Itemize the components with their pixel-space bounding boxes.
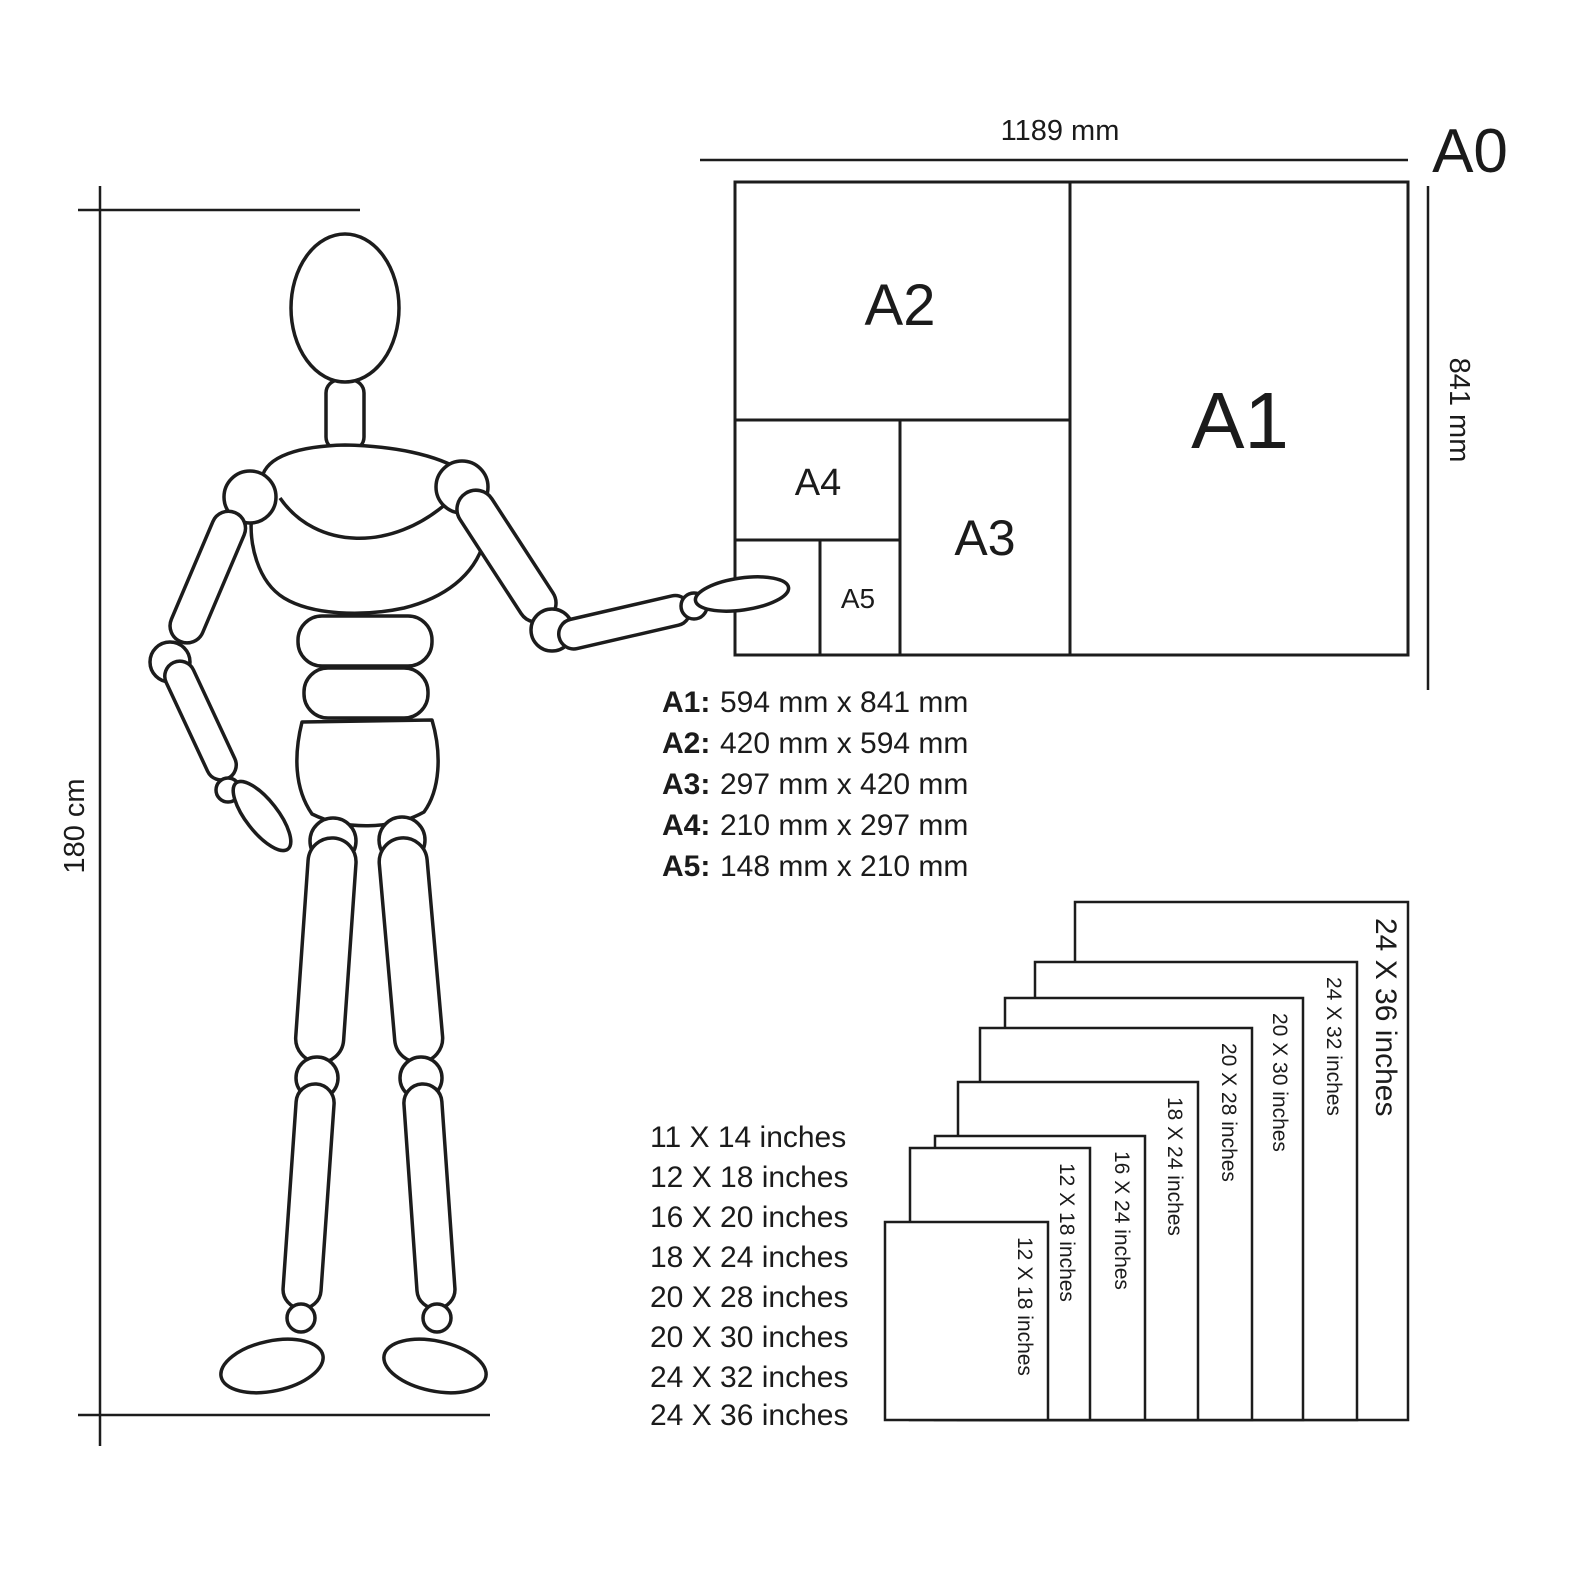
mannequin-abdomen (296, 614, 434, 668)
panel-label-a5: A5 (841, 583, 875, 614)
a-series-sheet (733, 180, 1410, 657)
inch-size-list-item: 12 X 18 inches (650, 1161, 848, 1194)
mannequin-shin (281, 1082, 336, 1311)
a-size-row-label: A2: (662, 727, 710, 760)
mannequin-shoulder-joint (222, 469, 278, 525)
a-size-row-value: 420 mm x 594 mm (720, 727, 968, 760)
inch-sheet-label: 20 X 28 inches (1217, 1043, 1240, 1182)
mannequin-forearm (557, 593, 692, 651)
mannequin-thigh (293, 836, 358, 1065)
mannequin-foot (219, 1337, 325, 1395)
inch-size-list-item: 18 X 24 inches (650, 1241, 848, 1274)
mannequin-hand (231, 779, 293, 853)
a-size-row-label: A3: (662, 768, 710, 801)
a-size-list: A1: 594 mm x 841 mm A2: 420 mm x 594 mm … (662, 686, 968, 883)
inch-size-list-item: 24 X 36 inches (650, 1399, 848, 1432)
mannequin-chest-curve (278, 497, 450, 540)
inch-sheet-label: 12 X 18 inches (1013, 1237, 1036, 1376)
inch-size-list-item: 20 X 28 inches (650, 1281, 848, 1314)
mannequin-forearm (163, 659, 238, 782)
panel-label-a4: A4 (795, 462, 841, 504)
a-size-row-value: 210 mm x 297 mm (720, 809, 968, 842)
a-size-row-value: 594 mm x 841 mm (720, 686, 968, 719)
mannequin-waist (302, 666, 430, 720)
panel-label-a2: A2 (865, 273, 936, 338)
mannequin-figure (148, 232, 791, 1395)
inch-size-list-item: 20 X 30 inches (650, 1321, 848, 1354)
a-size-row-label: A1: (662, 686, 710, 719)
inch-sheet-label: 16 X 24 inches (1110, 1151, 1133, 1290)
figure-height-label: 180 cm (59, 778, 91, 873)
inch-size-list-item: 16 X 20 inches (650, 1201, 848, 1234)
a-size-row-value: 297 mm x 420 mm (720, 768, 968, 801)
dimension-lines (78, 158, 1430, 1446)
a-size-row-label: A4: (662, 809, 710, 842)
mannequin-ankle-joint (285, 1302, 317, 1334)
inch-size-list-item: 24 X 32 inches (650, 1361, 848, 1394)
inch-size-list: 11 X 14 inches 12 X 18 inches 16 X 20 in… (650, 1121, 848, 1432)
inch-sheet (883, 1220, 1050, 1422)
panel-label-a1: A1 (1191, 376, 1289, 465)
inch-sheet-label: 24 X 32 inches (1322, 977, 1345, 1116)
a0-width-label: 1189 mm (1001, 115, 1120, 147)
a-size-row-value: 148 mm x 210 mm (720, 850, 968, 883)
mannequin-hand (693, 575, 791, 613)
mannequin-shin (402, 1082, 457, 1311)
a0-height-label: 841 mm (1443, 358, 1475, 463)
mannequin-thigh (377, 836, 445, 1065)
mannequin-foot (382, 1337, 488, 1395)
mannequin-neck (324, 378, 366, 452)
inch-sheet-label: 24 X 36 inches (1369, 918, 1402, 1116)
inch-sheet-stack (883, 900, 1410, 1422)
mannequin-pelvis (295, 718, 440, 828)
inch-sheet-label: 12 X 18 inches (1055, 1163, 1078, 1302)
inch-sheet-label: 18 X 24 inches (1163, 1097, 1186, 1236)
panel-label-a3: A3 (954, 510, 1015, 566)
inch-sheet-label: 20 X 30 inches (1268, 1013, 1291, 1152)
mannequin-ankle-joint (421, 1302, 453, 1334)
mannequin-head (289, 232, 401, 384)
a-size-row-label: A5: (662, 850, 710, 883)
inch-size-list-item: 11 X 14 inches (650, 1121, 846, 1154)
mannequin-upper-arm (168, 509, 248, 645)
a0-sheet-label: A0 (1432, 117, 1508, 186)
mannequin-chest (249, 443, 490, 615)
